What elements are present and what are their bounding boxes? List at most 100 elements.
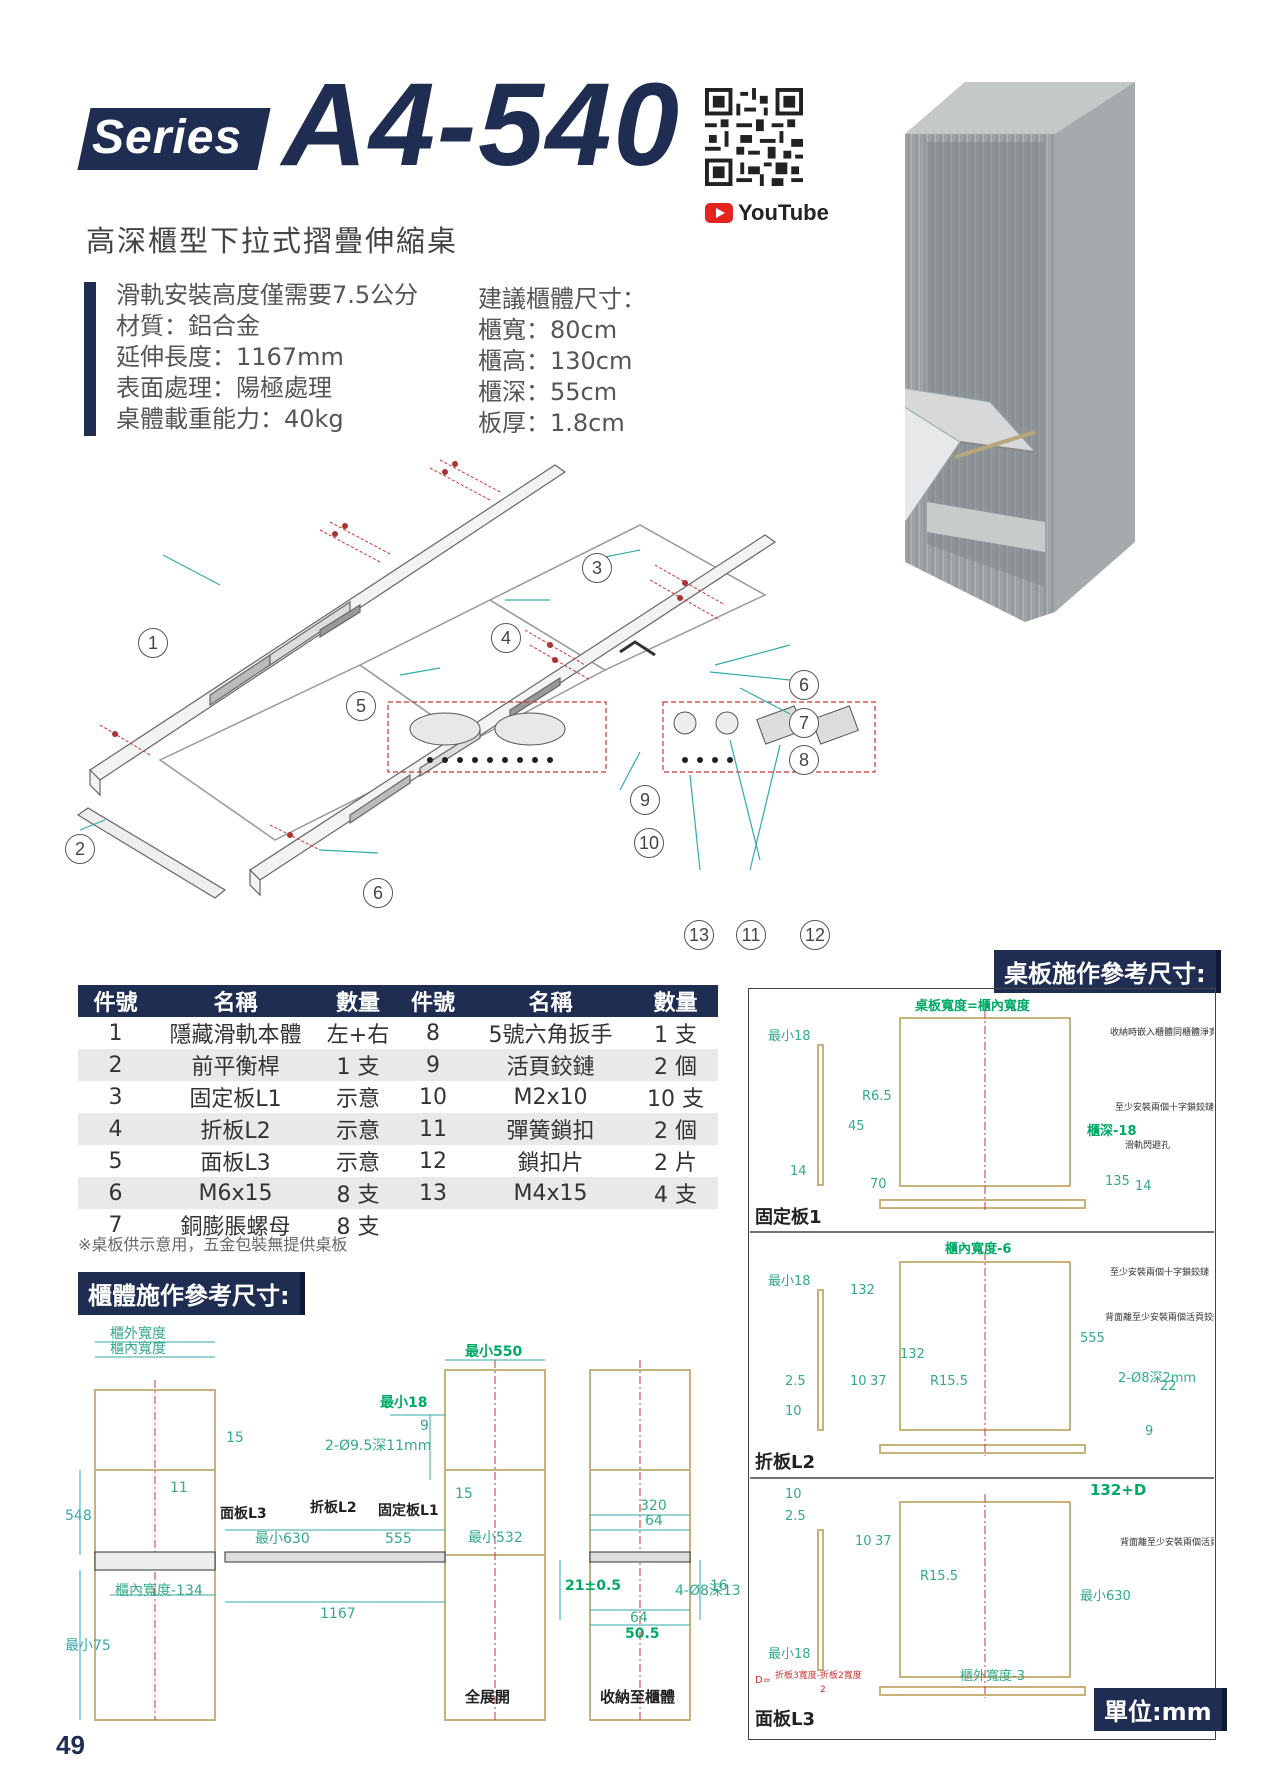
dim-label: 50.5 bbox=[625, 1626, 660, 1642]
dim-label: R15.5 bbox=[930, 1374, 968, 1389]
suggested-item: 櫃寬：80cm bbox=[478, 316, 618, 344]
table-cell: 2 片 bbox=[654, 1151, 697, 1176]
spec-accent-bar bbox=[84, 282, 96, 436]
table-cell: 鎖扣片 bbox=[517, 1151, 584, 1176]
dim-label: 1167 bbox=[320, 1606, 356, 1622]
series-label: Series bbox=[92, 111, 243, 164]
table-cell: 示意 bbox=[335, 1151, 380, 1176]
callout-9: 9 bbox=[630, 785, 660, 815]
table-cell bbox=[633, 1209, 718, 1241]
lock-kit-box bbox=[662, 701, 876, 773]
dim-label: 135 bbox=[1105, 1174, 1130, 1189]
dim-label: 最小18 bbox=[768, 1274, 811, 1289]
table-cell: 10 bbox=[419, 1084, 447, 1110]
dim-label: 最小75 bbox=[65, 1638, 111, 1654]
col-header: 件號 bbox=[78, 985, 153, 1017]
dim-label: 555 bbox=[1080, 1331, 1105, 1346]
table-note: ※桌板供示意用，五金包裝無提供桌板 bbox=[78, 1235, 348, 1254]
unit-label: 單位:mm bbox=[1094, 1688, 1227, 1731]
callout-4: 4 bbox=[491, 623, 521, 653]
table-cell: 5號六角扳手 bbox=[488, 1023, 613, 1048]
callout-8: 8 bbox=[789, 745, 819, 775]
dim-label: R6.5 bbox=[862, 1089, 892, 1104]
note-label: 滑軌閃避孔 bbox=[1125, 1139, 1170, 1151]
table-cell: 隱藏滑軌本體 bbox=[169, 1023, 302, 1048]
dim-label: 70 bbox=[870, 1177, 887, 1192]
table-cell: 活頁鉸鏈 bbox=[468, 1049, 633, 1081]
qr-code[interactable] bbox=[705, 88, 803, 186]
table-cell: 4 bbox=[78, 1113, 153, 1145]
table-cell: 折板L2 bbox=[153, 1113, 318, 1145]
dim-label: 16 bbox=[710, 1578, 728, 1594]
spec-item: 表面處理：陽極處理 bbox=[116, 374, 332, 402]
table-cell: 8 支 bbox=[336, 1215, 380, 1240]
cabinet-render bbox=[905, 82, 1135, 622]
note-label: 至少安裝兩個十字鎖鉸鏈 bbox=[1110, 1266, 1209, 1278]
table-cell: 7 bbox=[108, 1212, 123, 1238]
callout-3: 3 bbox=[582, 553, 612, 583]
dim-label: 10 bbox=[785, 1404, 802, 1419]
note-label: 收納時嵌入櫃體同櫃體淨寬 bbox=[1110, 1026, 1214, 1038]
hinge-kit-box bbox=[387, 701, 607, 773]
dim-label: 37 bbox=[870, 1374, 887, 1389]
dim-label: 9 bbox=[1145, 1424, 1153, 1439]
part-label: 面板L3 bbox=[220, 1505, 267, 1522]
dim-label: 4-Ø8深13 bbox=[675, 1583, 740, 1599]
col-header: 名稱 bbox=[468, 985, 633, 1017]
part-label: 折板L2 bbox=[755, 1451, 815, 1473]
table-cell: 8 bbox=[426, 1020, 440, 1046]
dim-label: 最小532 bbox=[468, 1530, 523, 1546]
exploded-diagram bbox=[76, 459, 876, 899]
dim-label: 14 bbox=[1135, 1179, 1152, 1194]
dim-label: 桌板寬度=櫃內寬度 bbox=[915, 998, 1031, 1014]
youtube-link[interactable]: YouTube bbox=[705, 200, 829, 226]
dim-label: 2-Ø9.5深11mm bbox=[325, 1438, 431, 1454]
model-number: A4-540 bbox=[282, 59, 682, 191]
dim-label: 最小18 bbox=[768, 1647, 811, 1662]
dim-label: 21±0.5 bbox=[565, 1578, 621, 1594]
callout-2: 2 bbox=[65, 834, 95, 864]
state-label: 收納至櫃體 bbox=[600, 1688, 675, 1706]
part-label: 面板L3 bbox=[755, 1708, 815, 1730]
hex-key bbox=[619, 640, 656, 657]
dim-label: 10 bbox=[850, 1374, 867, 1389]
callout-13: 13 bbox=[684, 920, 714, 950]
formula-divisor: 2 bbox=[820, 1685, 826, 1695]
suggested-title: 建議櫃體尺寸： bbox=[478, 285, 646, 313]
dim-label: 132+D bbox=[1090, 1481, 1146, 1499]
table-cell: 12 bbox=[419, 1148, 447, 1174]
table-cell: 1 支 bbox=[654, 1023, 697, 1048]
part-label: 折板L2 bbox=[310, 1499, 357, 1516]
dim-label: 2-Ø8深2mm bbox=[1118, 1371, 1196, 1386]
dim-label: 64 bbox=[645, 1513, 663, 1529]
col-header: 數量 bbox=[633, 985, 718, 1017]
table-cell: 8 支 bbox=[318, 1177, 398, 1209]
dim-label: 最小630 bbox=[1080, 1589, 1131, 1604]
callout-1: 1 bbox=[138, 628, 168, 658]
table-cell: 2 個 bbox=[633, 1049, 718, 1081]
note-label: 背面離至少安裝兩個活頁鉸鏈 bbox=[1120, 1536, 1214, 1548]
col-header: 件號 bbox=[398, 985, 468, 1017]
product-subtitle: 高深櫃型下拉式摺疊伸縮桌 bbox=[86, 224, 459, 258]
table-cell: 3 bbox=[108, 1084, 123, 1110]
board-dimension-drawing: 桌板寬度=櫃內寬度 最小18 收納時嵌入櫃體同櫃體淨寬 R6.5 45 櫃深-1… bbox=[750, 998, 1214, 1730]
formula-prefix: D= bbox=[755, 1675, 771, 1686]
suggested-item: 櫃高：130cm bbox=[478, 347, 633, 375]
dim-label: 櫃外寬度-3 bbox=[960, 1668, 1025, 1684]
table-cell: 前平衡桿 bbox=[153, 1049, 318, 1081]
table-cell: M6x15 bbox=[153, 1177, 318, 1209]
table-cell bbox=[468, 1209, 633, 1241]
dim-label: R15.5 bbox=[920, 1569, 958, 1584]
spec-item: 桌體載重能力：40kg bbox=[116, 405, 344, 433]
dim-label: 64 bbox=[630, 1610, 648, 1626]
dim-label: 最小630 bbox=[255, 1531, 310, 1547]
table-cell: 面板L3 bbox=[200, 1151, 271, 1176]
table-cell: M2x10 bbox=[513, 1084, 588, 1110]
dim-label: 櫃深-18 bbox=[1087, 1123, 1137, 1139]
